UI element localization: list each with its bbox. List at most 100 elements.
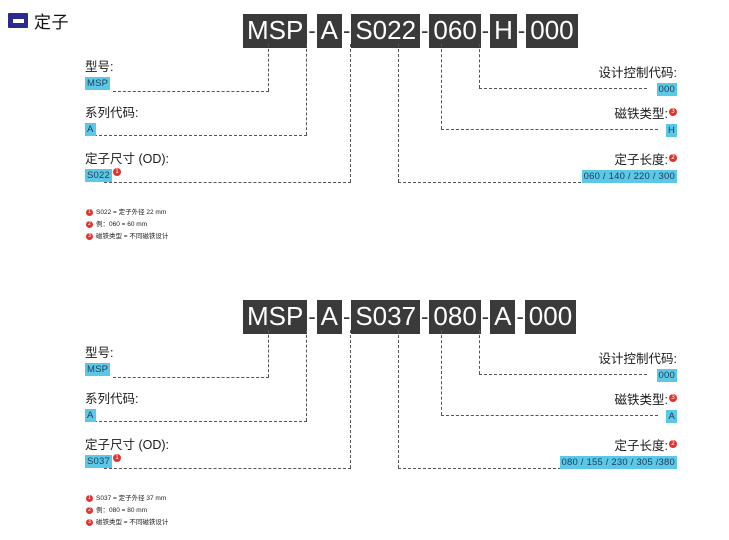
- footnote-marker-1: 1: [113, 167, 121, 176]
- leader-line-length: [398, 44, 399, 182]
- label-series-caption: 系列代码:: [85, 392, 139, 406]
- leader-line-model: [113, 377, 269, 378]
- code-segment-model[interactable]: MSP: [243, 300, 308, 334]
- leader-line-magnet: [441, 44, 442, 129]
- code-segment-length[interactable]: 060: [429, 14, 481, 48]
- footnote-number: 2: [86, 507, 93, 514]
- code-separator: -: [481, 304, 490, 329]
- footnote-item: 1 S037 = 定子外径 37 mm: [86, 494, 168, 504]
- label-stator-length-value: 080 / 155 / 230 / 305 /380: [559, 456, 677, 469]
- leader-line-series: [306, 330, 307, 421]
- label-stator-length-text: 定子长度:: [614, 439, 668, 453]
- label-magnet-type-caption: 磁铁类型:3: [615, 393, 677, 408]
- label-stator-length: 定子长度:2 080 / 155 / 230 / 305 /380: [559, 439, 677, 469]
- footnote-text: 磁铁类型 = 不同磁铁设计: [96, 233, 169, 240]
- label-model: 型号: MSP: [85, 60, 113, 90]
- code-separator: -: [343, 18, 351, 43]
- footnotes-2: 1 S037 = 定子外径 37 mm 2 例：080 = 80 mm 3 磁铁…: [86, 494, 168, 530]
- label-series-value: A: [85, 123, 96, 136]
- footnote-text: 例：080 = 80 mm: [96, 507, 148, 514]
- code-segment-series[interactable]: A: [316, 300, 343, 334]
- label-design-code-value: 000: [656, 83, 677, 96]
- part-number-diagram-2: MSP - A - S037 - 080 - A - 000 型号: MSP: [0, 286, 729, 540]
- code-segment-size[interactable]: S022: [351, 14, 421, 48]
- leader-line-size: [104, 182, 351, 183]
- label-design-code-caption: 设计控制代码:: [598, 352, 677, 366]
- label-design-code-value: 000: [656, 369, 677, 382]
- footnote-marker-3: 3: [669, 393, 677, 402]
- page-title: 定子: [34, 13, 69, 32]
- leader-line-model: [268, 330, 269, 377]
- label-series: 系列代码: A: [85, 392, 138, 422]
- stator-icon: [8, 13, 28, 28]
- leader-line-model: [268, 44, 269, 91]
- label-stator-size-value: S037: [85, 455, 112, 468]
- leader-line-magnet: [441, 129, 658, 130]
- label-stator-size-caption: 定子尺寸 (OD):: [85, 152, 170, 166]
- footnote-number: 3: [86, 519, 93, 526]
- label-magnet-type: 磁铁类型:3 H: [615, 107, 677, 137]
- leader-line-series: [94, 135, 307, 136]
- code-segment-series[interactable]: A: [316, 14, 343, 48]
- leader-line-length: [398, 330, 399, 468]
- code-separator: -: [481, 18, 490, 43]
- code-separator: -: [308, 18, 316, 43]
- leader-line-design: [479, 44, 480, 88]
- label-stator-length-caption: 定子长度:2: [582, 153, 677, 168]
- footnote-text: 例：060 = 60 mm: [96, 221, 148, 228]
- footnote-marker-2: 2: [669, 439, 677, 448]
- label-series: 系列代码: A: [85, 106, 138, 136]
- label-magnet-type-caption: 磁铁类型:3: [615, 107, 677, 122]
- leader-line-design: [479, 330, 480, 374]
- code-separator: -: [421, 18, 429, 43]
- code-separator: -: [308, 304, 316, 329]
- code-segment-design[interactable]: 000: [524, 300, 577, 334]
- leader-line-size: [350, 44, 351, 182]
- footnote-number: 3: [86, 233, 93, 240]
- label-model-caption: 型号:: [85, 60, 114, 74]
- part-number-code-2: MSP - A - S037 - 080 - A - 000: [243, 300, 577, 334]
- label-design-code-caption: 设计控制代码:: [598, 66, 677, 80]
- label-stator-size-value: S022: [85, 169, 112, 182]
- leader-line-series: [306, 44, 307, 135]
- footnote-item: 3 磁铁类型 = 不同磁铁设计: [86, 232, 168, 242]
- label-stator-size-caption: 定子尺寸 (OD):: [85, 438, 170, 452]
- footnote-marker-1: 1: [113, 453, 121, 462]
- part-number-code-1: MSP - A - S022 - 060 - H - 000: [243, 14, 578, 48]
- label-design-code: 设计控制代码: 000: [599, 352, 677, 382]
- label-stator-length: 定子长度:2 060 / 140 / 220 / 300: [581, 153, 677, 183]
- label-stator-length-caption: 定子长度:2: [560, 439, 677, 454]
- footnote-item: 1 S022 = 定子外径 22 mm: [86, 208, 168, 218]
- label-model-caption: 型号:: [85, 346, 114, 360]
- code-separator: -: [517, 18, 526, 43]
- label-series-value: A: [85, 409, 96, 422]
- footnote-text: S022 = 定子外径 22 mm: [96, 209, 167, 216]
- page-header: 定子: [8, 8, 69, 33]
- label-magnet-type-text: 磁铁类型:: [614, 107, 668, 121]
- code-segment-magnet[interactable]: H: [490, 14, 517, 48]
- code-segment-design[interactable]: 000: [526, 14, 578, 48]
- leader-line-magnet: [441, 330, 442, 415]
- footnote-item: 2 例：080 = 80 mm: [86, 506, 168, 516]
- footnote-text: 磁铁类型 = 不同磁铁设计: [96, 519, 169, 526]
- leader-line-design: [479, 88, 647, 89]
- label-magnet-type-text: 磁铁类型:: [614, 393, 668, 407]
- leader-line-design: [479, 374, 647, 375]
- code-segment-model[interactable]: MSP: [243, 14, 308, 48]
- footnote-number: 1: [86, 495, 93, 502]
- leader-line-size: [350, 330, 351, 468]
- leader-line-size: [104, 468, 351, 469]
- footnote-number: 1: [86, 209, 93, 216]
- code-segment-magnet[interactable]: A: [490, 300, 516, 334]
- code-separator: -: [421, 304, 429, 329]
- footnote-number: 2: [86, 221, 93, 228]
- footnote-item: 2 例：060 = 60 mm: [86, 220, 168, 230]
- code-segment-length[interactable]: 080: [429, 300, 481, 334]
- label-series-caption: 系列代码:: [85, 106, 139, 120]
- leader-line-magnet: [441, 415, 658, 416]
- label-model: 型号: MSP: [85, 346, 113, 376]
- label-magnet-type-value: H: [665, 124, 677, 137]
- code-segment-size[interactable]: S037: [351, 300, 421, 334]
